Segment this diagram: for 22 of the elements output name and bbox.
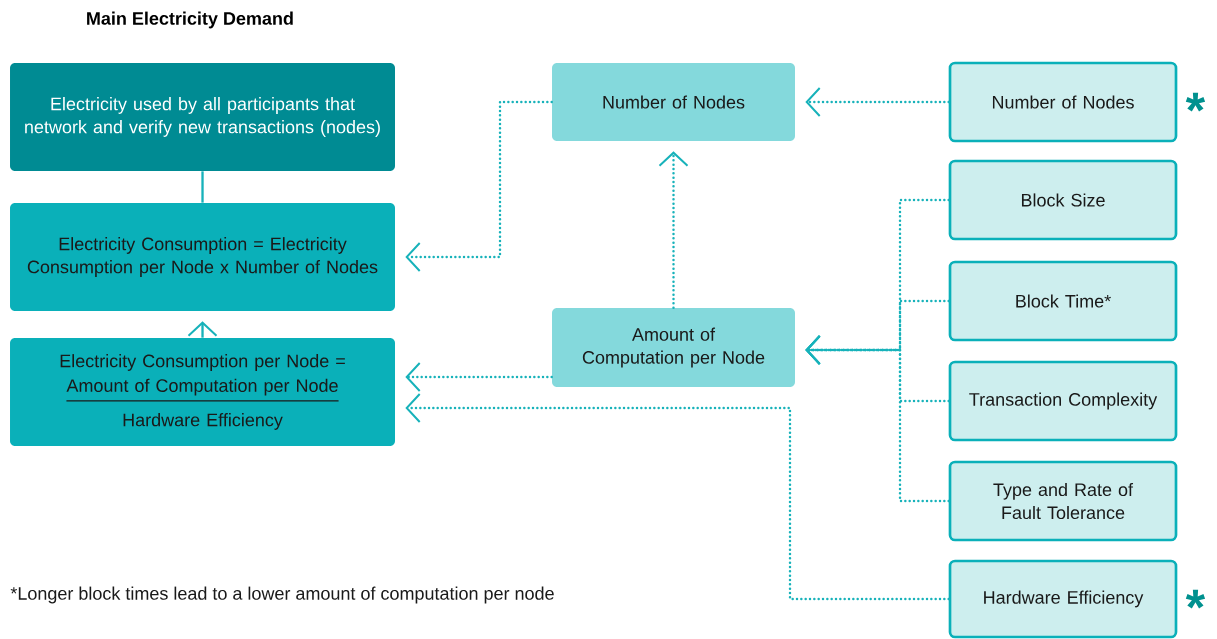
arrow	[405, 362, 553, 392]
arrow	[658, 151, 689, 309]
connector	[201, 171, 204, 203]
arrow	[805, 335, 950, 503]
input-box: Number of Nodes	[948, 61, 1178, 143]
factor-box: Amount of Computation per Node	[552, 308, 795, 387]
input-box: Block Size	[948, 159, 1178, 241]
input-box: Transaction Complexity	[948, 360, 1178, 442]
formula-box: Electricity Consumption = Electricity Consumption per Node x Number of Nodes	[10, 203, 395, 311]
input-box: Block Time*	[948, 260, 1178, 342]
definition-box: Electricity used by all participants that network and verify new transactions (nodes)	[10, 63, 395, 171]
input-box: Hardware Efficiency	[948, 559, 1178, 639]
input-box: Type and Rate of Fault Tolerance	[948, 460, 1178, 542]
asterisk-mark: *	[1185, 92, 1206, 112]
arrow	[405, 100, 553, 272]
asterisk-mark: *	[1185, 589, 1206, 609]
formula-box: Electricity Consumption per Node = Amount of Computation per Node Hardware Efficiency	[10, 338, 395, 446]
factor-box: Number of Nodes	[552, 63, 795, 141]
arrow	[805, 87, 950, 117]
arrow	[405, 393, 950, 601]
footnote: *Longer block times lead to a lower amount of computation per node	[10, 586, 554, 604]
title: Main Electricity Demand	[87, 11, 293, 29]
